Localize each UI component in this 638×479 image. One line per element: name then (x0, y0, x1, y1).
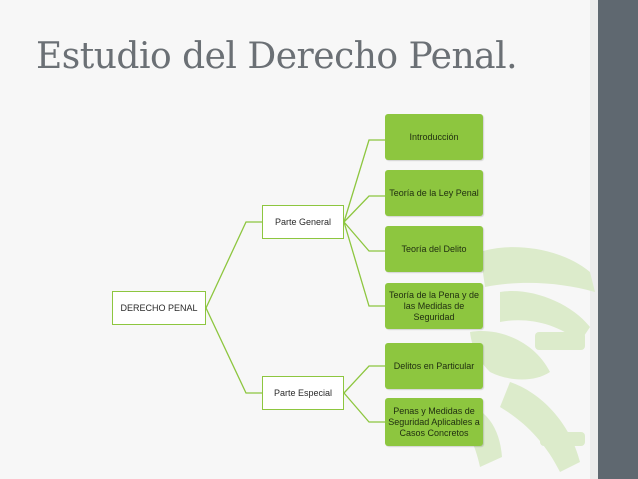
node-teoria-pena: Teoría de la Pena y de las Medidas de Se… (385, 283, 483, 329)
connector-especial-delitos (343, 365, 385, 394)
node-penas-medidas: Penas y Medidas de Seguridad Aplicables … (385, 398, 483, 446)
connector-general-delito (343, 221, 385, 252)
connector-root-especial (205, 307, 262, 394)
node-teoria-delito: Teoría del Delito (385, 226, 483, 272)
connector-general-ley-penal (343, 195, 385, 223)
faded-emblem-image (455, 247, 595, 472)
connector-general-introduccion (343, 139, 385, 223)
node-introduccion: Introducción (385, 114, 483, 160)
right-band (598, 0, 638, 479)
node-delitos-particular: Delitos en Particular (385, 343, 483, 389)
slide-title: Estudio del Derecho Penal. (36, 36, 518, 77)
node-teoria-ley-penal: Teoría de la Ley Penal (385, 170, 483, 216)
node-derecho-penal: DERECHO PENAL (112, 291, 206, 325)
node-parte-especial: Parte Especial (262, 376, 344, 410)
connector-root-general (205, 221, 262, 309)
connector-especial-penas (343, 392, 385, 423)
connector-general-pena (343, 221, 385, 307)
node-parte-general: Parte General (262, 205, 344, 239)
right-band-light (590, 0, 598, 479)
